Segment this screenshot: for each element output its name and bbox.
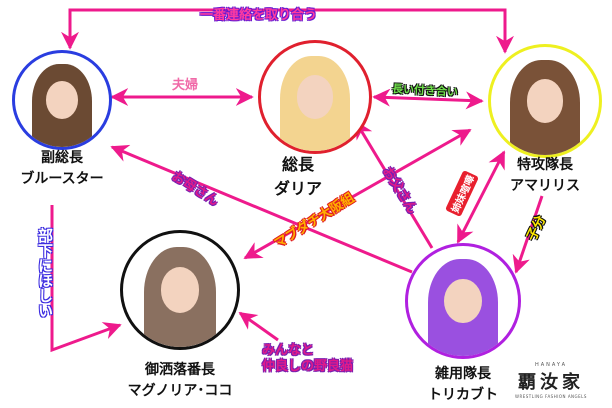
role: 総長: [281, 155, 315, 174]
arrow-henchman: [512, 195, 544, 274]
name: アマリリス: [510, 178, 580, 194]
relation-top: 一番連絡を取り合う: [200, 8, 318, 23]
name: ダリア: [273, 179, 323, 198]
relation-want: 部下にほしい: [36, 228, 54, 318]
relation-long: 長い付き合い: [391, 82, 459, 99]
name: ブルースター: [20, 171, 104, 187]
role: 特攻隊長: [517, 157, 573, 173]
arrow-father: [354, 120, 434, 249]
role: 雑用隊長: [435, 366, 491, 382]
logo-small-text: HANAYA: [534, 362, 567, 368]
relation-cat-line1: みんなと: [262, 343, 315, 358]
label-torikabuto: 雑用隊長 トリカブト: [428, 364, 498, 406]
relation-cat-line2: 仲良しの野良猫: [262, 359, 354, 374]
logo-sub-text: WRESTLING FASHION ANGELS: [515, 394, 587, 399]
arrow-osaka: [243, 128, 472, 260]
relation-cat: みんなと 仲良しの野良猫: [262, 343, 353, 375]
label-dahlia: 総長 ダリア: [274, 153, 322, 201]
role: 副総長: [41, 150, 83, 166]
brand-logo: HANAYA 覇汝家 WRESTLING FASHION ANGELS: [515, 362, 587, 399]
arrow-sisters: [456, 150, 506, 244]
relation-couple: 夫婦: [172, 78, 199, 93]
role: 御洒落番長: [144, 362, 215, 378]
logo-main-text: 覇汝家: [517, 372, 584, 393]
arrow-want: [50, 205, 122, 353]
label-brewster: 副総長 ブルースター: [20, 148, 103, 190]
portrait-torikabuto: [405, 243, 521, 359]
label-coco: 御洒落番長 マグノリア･ココ: [128, 360, 233, 402]
arrow-cat: [238, 311, 279, 342]
name: マグノリア･ココ: [127, 383, 233, 399]
label-amaryllis: 特攻隊長 アマリリス: [510, 155, 580, 197]
portrait-coco: [120, 230, 240, 350]
arrow-top-link: [61, 8, 514, 54]
portrait-dahlia: [258, 40, 372, 154]
arrow-long: [372, 88, 484, 110]
portrait-brewster: [12, 50, 112, 150]
portrait-amaryllis: [488, 44, 602, 158]
name: トリカブト: [428, 387, 498, 403]
